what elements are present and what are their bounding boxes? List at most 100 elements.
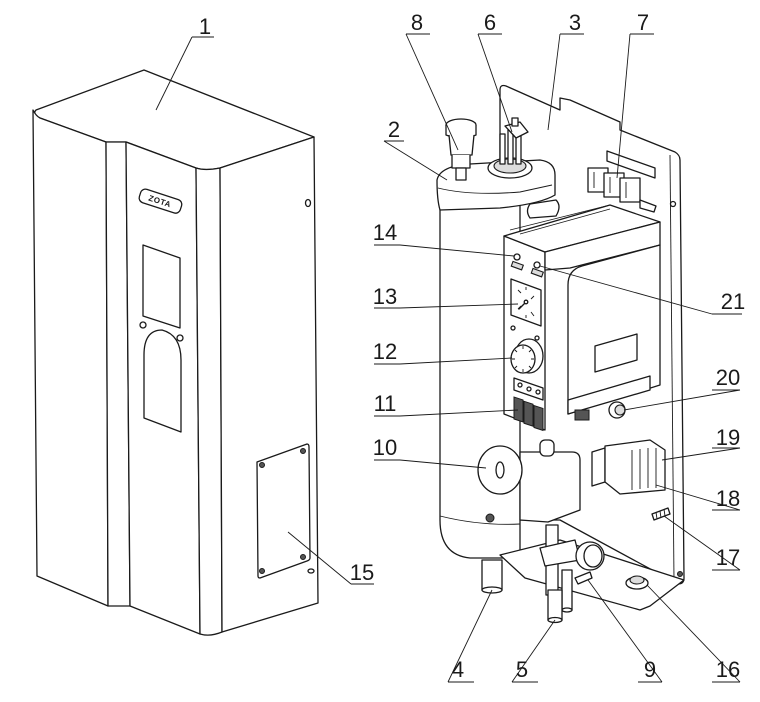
power-switches <box>513 396 544 432</box>
screw-icon <box>300 554 306 560</box>
screw-icon <box>139 321 147 329</box>
callout-number: 13 <box>373 284 397 309</box>
small-terminal <box>574 409 590 421</box>
drain-tap <box>574 571 593 585</box>
callout-leader-line <box>399 244 515 257</box>
callout-thermostat-knob: 12 <box>373 339 513 365</box>
callout-leader-line <box>539 265 713 315</box>
callout-leader-line <box>399 459 487 469</box>
callout-leader-line <box>547 33 561 131</box>
callout-leader-line <box>399 303 519 309</box>
terminal-block <box>591 439 666 495</box>
heating-element-block <box>487 117 533 179</box>
callout-number: 10 <box>373 435 397 460</box>
callout-number: 16 <box>716 657 740 682</box>
screw-icon <box>510 325 516 331</box>
callout-leader-line <box>447 589 493 683</box>
control-panel <box>503 204 661 432</box>
callout-leader-line <box>661 447 741 461</box>
callout-indicator-lamp-2: 21 <box>539 265 745 315</box>
outlet-pipe <box>481 559 503 594</box>
screw-icon <box>534 335 540 341</box>
thermostat-knob <box>510 338 544 374</box>
cover-plate <box>256 443 311 579</box>
callout-leader-line <box>663 515 741 571</box>
callout-drain-tap: 9 <box>587 579 663 683</box>
callout-terminal-block-upper: 19 <box>661 425 741 461</box>
inlet-pipe <box>547 589 563 624</box>
callout-grounding-bolt: 17 <box>663 515 741 571</box>
callout-number: 1 <box>199 14 211 39</box>
screw-icon <box>677 571 683 577</box>
callout-reset-button: 20 <box>623 365 741 411</box>
casing-assembly: ZOTA <box>32 69 319 636</box>
mounting-hole-icon <box>304 198 312 208</box>
callout-number: 9 <box>644 657 656 682</box>
reset-button <box>608 401 626 419</box>
callout-terminal-block-lower: 18 <box>655 484 741 511</box>
callout-number: 2 <box>388 117 400 142</box>
callout-number: 12 <box>373 339 397 364</box>
callout-number: 11 <box>374 391 397 416</box>
callout-indicator-lamp: 14 <box>373 220 515 257</box>
callout-mounting-panel: 3 <box>547 10 584 131</box>
cable-gland <box>625 575 649 590</box>
callout-number: 21 <box>721 289 745 314</box>
callout-number: 7 <box>637 10 649 35</box>
callout-circulation-pump: 10 <box>373 435 487 469</box>
callout-inlet-pipe: 5 <box>511 619 556 683</box>
callout-leader-line <box>399 409 519 417</box>
callout-leader-line <box>383 140 448 181</box>
callout-number: 8 <box>411 10 423 35</box>
casing-left-face <box>32 109 109 607</box>
screw-icon <box>259 462 265 468</box>
callout-outlet-pipe: 4 <box>447 589 493 683</box>
callout-leader-line <box>511 619 556 683</box>
thermometer-gauge <box>510 278 542 327</box>
callout-number: 20 <box>716 365 740 390</box>
callout-leader-line <box>287 531 352 585</box>
display-window <box>142 244 181 329</box>
screw-icon <box>669 200 677 208</box>
open-unit-assembly <box>436 84 685 624</box>
callout-casing: 1 <box>155 14 214 111</box>
screw-icon <box>300 448 306 454</box>
callout-number: 3 <box>569 10 581 35</box>
screw-icon <box>176 334 184 342</box>
circulation-pump <box>477 439 581 523</box>
callout-leader-line <box>405 33 459 151</box>
callout-relays: 7 <box>616 10 654 179</box>
callout-leader-line <box>477 33 513 133</box>
callout-heating-element-block: 6 <box>477 10 513 133</box>
brand-plate: ZOTA <box>138 188 183 214</box>
callout-leader-line <box>399 357 513 365</box>
casing-corner <box>195 167 223 636</box>
callout-leader-line <box>155 36 193 111</box>
screw-icon <box>259 568 265 574</box>
mounting-hole-icon <box>307 568 315 574</box>
callout-number: 6 <box>484 10 496 35</box>
callout-number: 15 <box>350 560 374 585</box>
knob-window <box>143 329 182 433</box>
callout-power-switches: 11 <box>374 391 519 417</box>
callout-leader-line <box>646 584 741 683</box>
callout-leader-line <box>655 484 741 511</box>
callout-thermometer-gauge: 13 <box>373 284 519 309</box>
callout-leader-line <box>616 33 631 179</box>
callout-number: 14 <box>373 220 397 245</box>
callout-cover-plate: 15 <box>287 531 374 585</box>
callout-number: 19 <box>716 425 740 450</box>
callout-leader-line <box>623 389 741 411</box>
callout-heater-tank: 2 <box>383 117 448 181</box>
air-vent-valve <box>445 118 477 181</box>
callout-air-vent-valve: 8 <box>405 10 459 151</box>
relays <box>587 150 657 213</box>
callout-number: 5 <box>516 657 528 682</box>
callout-number: 17 <box>716 545 740 570</box>
callout-leader-line <box>587 579 663 683</box>
indicator-lamp-icon <box>533 261 541 269</box>
callout-number: 4 <box>452 657 464 682</box>
grounding-bolt <box>651 507 671 521</box>
